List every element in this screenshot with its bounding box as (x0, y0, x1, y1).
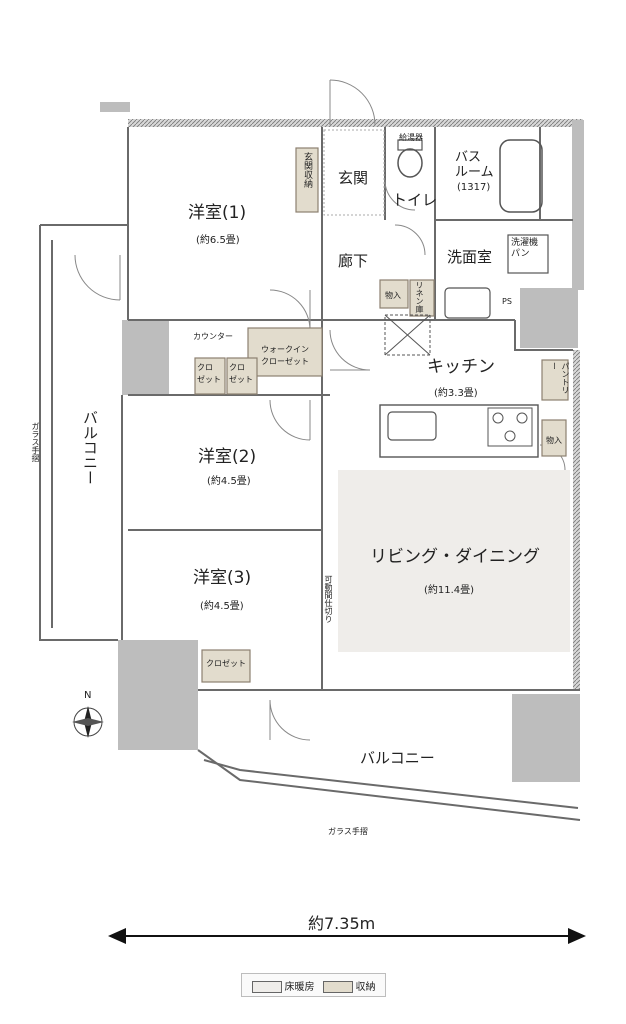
dimension-label: 約7.35m (306, 910, 378, 934)
linen-box (409, 279, 435, 317)
hall-shaft (384, 314, 431, 356)
legend-heated-label: 床暖房 (284, 981, 315, 993)
legend: 床暖房 収納 (241, 973, 386, 997)
column-sw (118, 640, 198, 750)
entrance-floor (323, 129, 385, 216)
legend-heated: 床暖房 (251, 978, 315, 993)
toilet-bowl (397, 148, 423, 178)
kitchen-counter (379, 404, 539, 458)
bath-name-label: バス ルーム (455, 150, 494, 180)
compass-label: N (84, 690, 91, 701)
living-name: リビング・ダイニング (370, 547, 540, 567)
door-swings (74, 79, 566, 741)
kitchen-sink (387, 411, 437, 441)
kitchen-size: (約3.3畳) (434, 386, 478, 399)
compass-icon (72, 706, 104, 738)
cooktop (487, 407, 533, 447)
east-wall (573, 350, 580, 690)
room-western1-name: 洋室(1) (188, 203, 246, 223)
hall-label: 廊下 (338, 252, 368, 270)
room-western3-size: (約4.5畳) (200, 599, 244, 612)
closet-b-label: クロ ゼット (229, 363, 253, 384)
pantry-box (541, 359, 569, 401)
walk-in-closet-box (247, 327, 323, 377)
column-west-mid (122, 320, 169, 395)
dimension-line: 約7.35m (108, 910, 586, 950)
column-nw (100, 102, 130, 112)
pantry-label: パントリー (550, 362, 570, 394)
storage1-label: 物入 (385, 290, 401, 300)
sliding-partition-label: 可動間仕切り (324, 575, 333, 623)
washing-pan-box (507, 234, 549, 274)
closet-3-box (201, 649, 251, 683)
living-floor-heating (338, 470, 570, 652)
closet3-label: クロゼット (206, 658, 246, 668)
closet-b-box (226, 357, 258, 395)
storage-2-box (541, 419, 567, 457)
column-se (512, 694, 580, 782)
interior-walls (39, 127, 581, 821)
balcony-west-label: バルコニー (81, 410, 99, 485)
glass-rail-west-label: ガラス手摺 (31, 422, 40, 462)
closet-a-box (194, 357, 226, 395)
entrance-storage-label: 玄関収納 (302, 152, 312, 188)
entrance-label: 玄関 (338, 169, 368, 187)
bathtub (499, 139, 543, 213)
walk-in-closet-label: ウォークイン クローゼット (261, 345, 309, 366)
counter-label: カウンター (193, 332, 233, 341)
room-western2-size: (約4.5畳) (207, 474, 251, 487)
linen-label: リネン庫 (415, 281, 424, 313)
column-east (520, 288, 578, 348)
wash-basin (444, 287, 491, 319)
washing-pan-label: 洗濯機 パン (511, 238, 539, 259)
north-wall (128, 119, 583, 127)
bath-size: (1317) (457, 182, 490, 193)
room-western1-size: (約6.5畳) (196, 233, 240, 246)
toilet-label: トイレ (392, 191, 437, 209)
hot-water-label: 給湯器 (399, 132, 423, 142)
glass-rail-south-label: ガラス手摺 (328, 826, 368, 836)
kitchen-name: キッチン (427, 357, 495, 377)
balcony-south-label: バルコニー (360, 749, 435, 767)
closet-a-label: クロ ゼット (197, 363, 221, 384)
living-size: (約11.4畳) (424, 583, 474, 596)
washroom-label: 洗面室 (447, 248, 492, 266)
column-ne (572, 120, 584, 290)
entrance-storage-box (295, 147, 319, 213)
ps-label: PS (502, 297, 512, 306)
storage-1-box (379, 279, 409, 309)
room-western2-name: 洋室(2) (198, 447, 256, 467)
storage2-label: 物入 (546, 435, 562, 445)
legend-storage-label: 収納 (355, 981, 376, 993)
room-western3-name: 洋室(3) (193, 568, 251, 588)
legend-storage: 収納 (322, 978, 376, 993)
toilet-tank (397, 139, 423, 151)
